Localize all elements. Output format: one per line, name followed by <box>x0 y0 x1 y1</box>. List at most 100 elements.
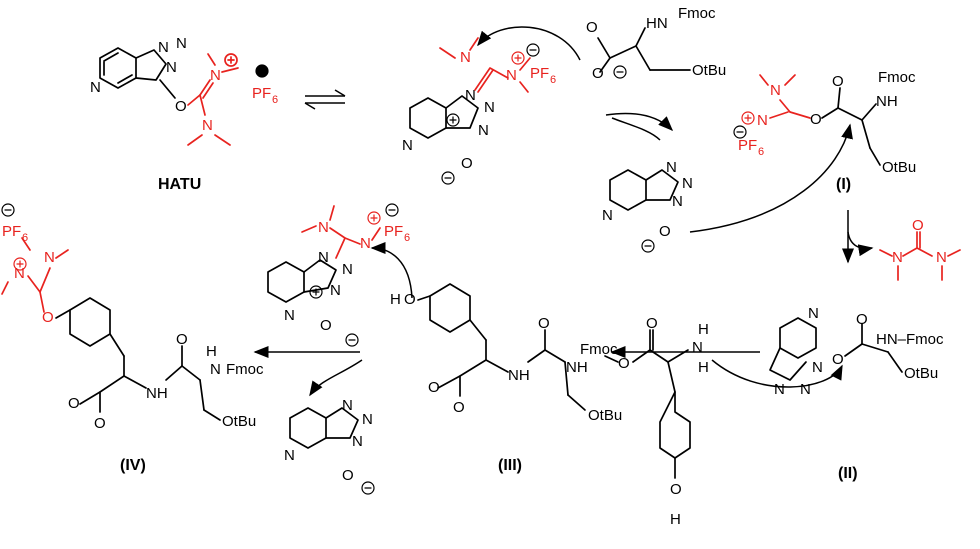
hoat1-pyr-n: N <box>602 207 613 224</box>
aa1-fmoc: Fmoc <box>678 5 716 22</box>
int1-n-top: N <box>460 49 471 66</box>
II-otbu: OtBu <box>904 365 938 382</box>
hoat2-n1: N <box>342 397 353 414</box>
IV-o-amide: O <box>176 331 188 348</box>
intermediate-II: N N N N O O HN–Fmoc OtBu (II) <box>769 305 944 482</box>
hoat-anion-2: N N N N O <box>284 397 375 495</box>
hatu-pf-label: PF <box>252 85 271 102</box>
III-o-methoxy: O <box>428 379 440 396</box>
hoat2-n2: N <box>362 411 373 428</box>
equilibrium-arrows <box>304 89 346 110</box>
IV-pf-sub: 6 <box>22 232 28 244</box>
h2-o: O <box>320 317 332 334</box>
IV-n-plus: N <box>14 265 25 282</box>
tyr-o-phenol: O <box>670 481 682 498</box>
hoat2-pyr-n: N <box>284 447 295 464</box>
h2-n1: N <box>318 249 329 266</box>
II-n1: N <box>774 381 785 398</box>
h2-n3: N <box>330 282 341 299</box>
IV-pf-label: PF <box>2 223 21 240</box>
tetramethylurea: N N O <box>879 217 961 281</box>
III-fmoc: Fmoc <box>580 341 618 358</box>
tyr-o-methoxy: O <box>618 355 630 372</box>
tyr-h2: H <box>698 359 709 376</box>
tyr-n: N <box>692 339 703 356</box>
h2-pyr-n: N <box>284 307 295 324</box>
aa1-hn: HN <box>646 15 668 32</box>
II-o-carbonyl: O <box>856 311 868 328</box>
hoat1-n1: N <box>666 159 677 176</box>
IV-o-methoxy: O <box>68 395 80 412</box>
II-hn-fmoc: HN–Fmoc <box>876 331 944 348</box>
tyr-h1: H <box>698 321 709 338</box>
int1-pf-sub: 6 <box>550 74 556 86</box>
fmoc-ser-carboxylate: O HN Fmoc OtBu O <box>586 5 726 82</box>
hatu-n-dimethyl: N <box>202 117 213 134</box>
hatu-n1: N <box>158 39 169 56</box>
activated-hatu-intermediate: N N N N O N N PF 6 <box>402 37 556 185</box>
product-IV: PF 6 N N O O O NH O N H Fmoc OtBu (IV) <box>1 203 264 474</box>
urea-n-left: N <box>892 249 903 266</box>
urea-n-right: N <box>936 249 947 266</box>
II-o-ester: O <box>832 351 844 368</box>
int1-n3: N <box>478 122 489 139</box>
aa1-o-minus: O <box>592 65 604 82</box>
hoat1-n2: N <box>682 175 693 192</box>
II-n2: N <box>800 381 811 398</box>
IV-n-top: N <box>44 249 55 266</box>
I-n-plus: N <box>757 112 768 129</box>
int1-o: O <box>461 155 473 172</box>
I-n-top: N <box>770 82 781 99</box>
II-pyr-n: N <box>808 305 819 322</box>
III-label: (III) <box>498 457 522 474</box>
h2-pf-label: PF <box>384 223 403 240</box>
hatu-n3: N <box>166 59 177 76</box>
IV-otbu: OtBu <box>222 413 256 430</box>
I-fmoc: Fmoc <box>878 69 916 86</box>
III-o-phenol: O <box>404 291 416 308</box>
IV-nh-amide: NH <box>146 385 168 402</box>
IV-fmoc: Fmoc <box>226 361 264 378</box>
aa1-otbu: OtBu <box>692 62 726 79</box>
hoat1-o: O <box>659 223 671 240</box>
h2-n2: N <box>342 261 353 278</box>
int1-n-plus: N <box>506 67 517 84</box>
IV-h: H <box>206 343 217 360</box>
III-o-carbonyl: O <box>453 399 465 416</box>
h2-n-top: N <box>318 219 329 236</box>
int1-n1: N <box>465 87 476 104</box>
hatu-n2: N <box>176 35 187 52</box>
hatu-n-plus: N <box>210 67 221 84</box>
hoat2-o: O <box>342 467 354 484</box>
hoat1-n3: N <box>672 193 683 210</box>
aa1-o-top: O <box>586 19 598 36</box>
intermediate-III: H O O O NH O NH Fmoc OtBu (III) <box>390 283 622 474</box>
III-h: H <box>390 291 401 308</box>
tyrosine-methyl-ester: O O N H H O H <box>604 315 709 528</box>
I-o-ester: O <box>810 111 822 128</box>
III-nh: NH <box>566 359 588 376</box>
III-nh-amide: NH <box>508 367 530 384</box>
II-label: (II) <box>838 465 858 482</box>
I-pf-label: PF <box>738 137 757 154</box>
IV-o-ether: O <box>42 309 54 326</box>
IV-label: (IV) <box>120 457 146 474</box>
int1-pyr-n: N <box>402 137 413 154</box>
III-otbu: OtBu <box>588 407 622 424</box>
int1-pf-label: PF <box>530 65 549 82</box>
IV-n: N <box>210 361 221 378</box>
III-o-amide: O <box>538 315 550 332</box>
intermediate-I: N N PF 6 O O NH Fmoc OtBu (I) <box>733 69 916 193</box>
hatu-o: O <box>175 98 187 115</box>
II-n3: N <box>812 359 823 376</box>
hatu-structure: N N N N O N N PF 6 HATU <box>90 35 278 193</box>
hatu-pf-sub: 6 <box>272 94 278 106</box>
tyr-h-phenol: H <box>670 511 681 528</box>
I-nh: NH <box>876 93 898 110</box>
h2-n-plus: N <box>360 235 371 252</box>
hatu-pyr-n: N <box>90 79 101 96</box>
urea-o: O <box>912 217 924 234</box>
I-otbu: OtBu <box>882 159 916 176</box>
hoat-anion-1: N N N N O <box>602 159 693 253</box>
I-label: (I) <box>836 176 851 193</box>
